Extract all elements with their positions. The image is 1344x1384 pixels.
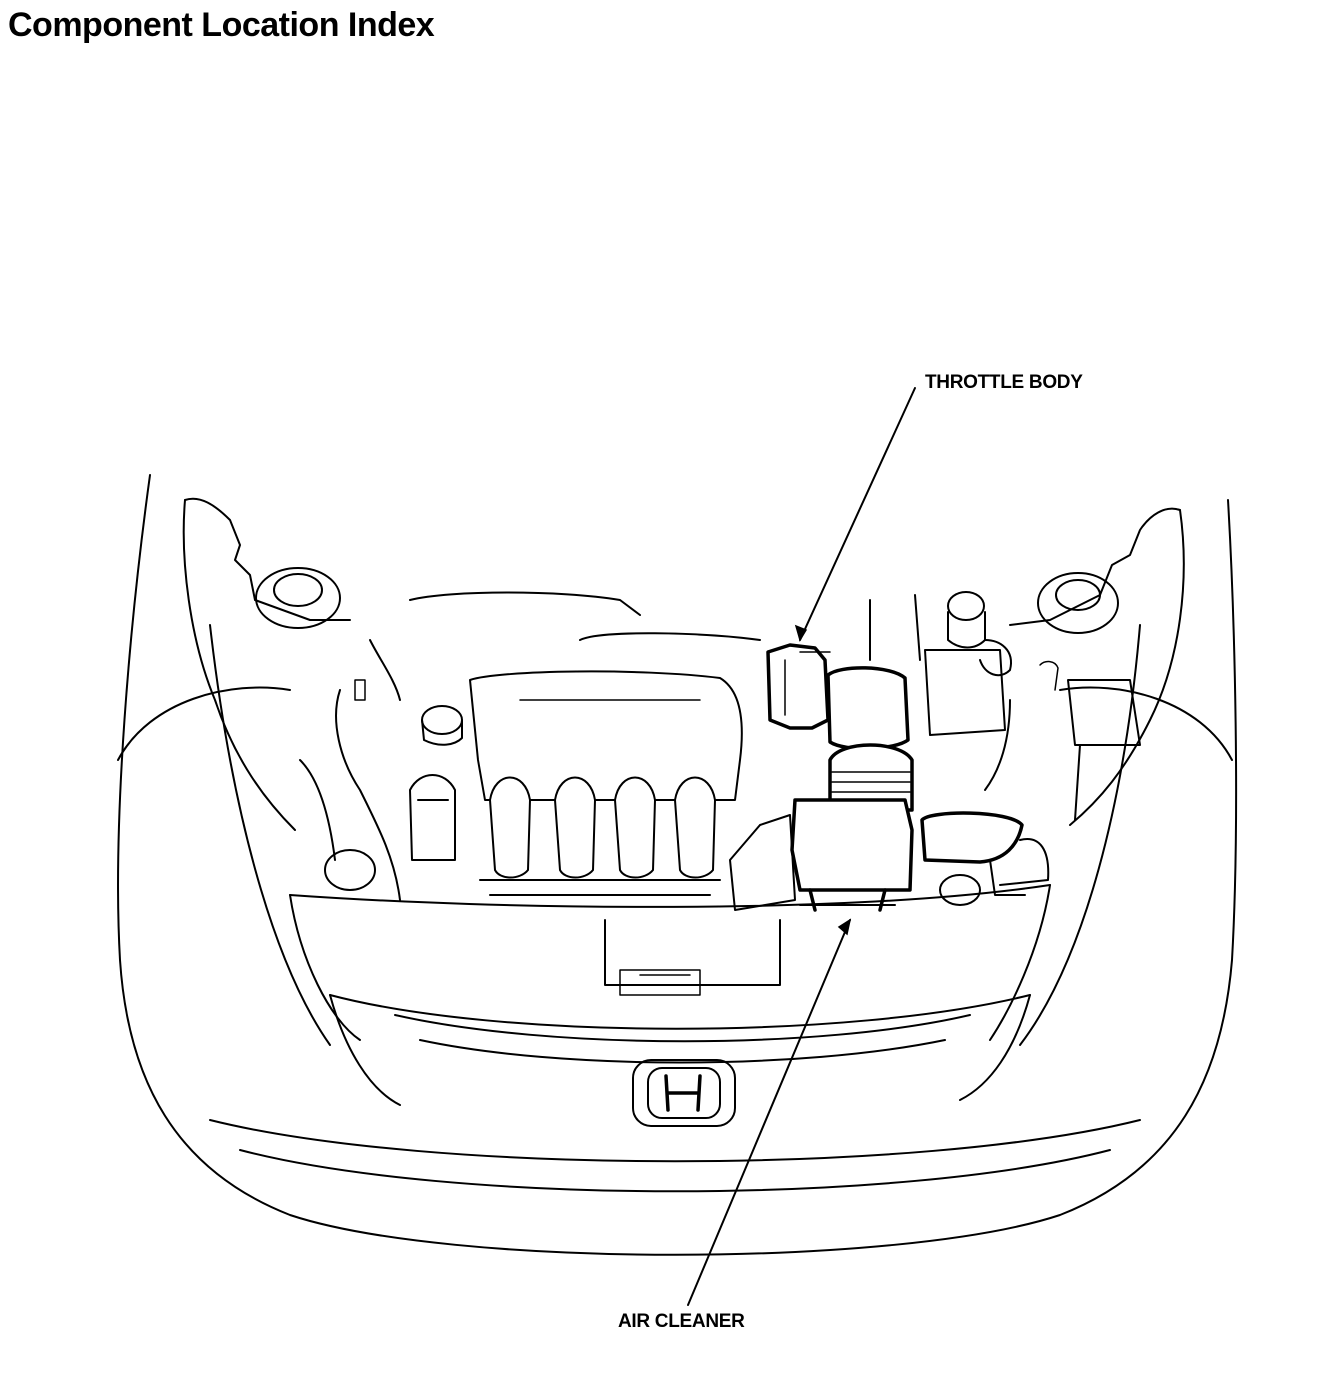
throttle-body-leader xyxy=(799,387,916,641)
brake-fluid-reservoir xyxy=(947,591,1012,677)
air-cleaner-box xyxy=(729,798,914,912)
fender-left xyxy=(182,497,351,831)
callout-leaders xyxy=(687,387,916,1306)
car-body-outline xyxy=(117,474,1238,1256)
engine-cover xyxy=(409,591,761,896)
air-cleaner-label: AIR CLEANER xyxy=(618,1311,745,1332)
left-hoses xyxy=(299,639,401,901)
air-cleaner-leader xyxy=(687,919,851,1306)
honda-emblem-icon xyxy=(632,1059,736,1127)
oil-filler-cap xyxy=(421,705,463,746)
washer-reservoir xyxy=(920,811,1050,906)
battery xyxy=(924,649,1141,746)
ignition-coil-left xyxy=(409,774,456,861)
throttle-body xyxy=(766,643,831,730)
radiator-support xyxy=(289,884,1051,1041)
intake-duct xyxy=(826,666,914,812)
throttle-body-label: THROTTLE BODY xyxy=(925,372,1083,393)
front-grille xyxy=(329,994,1031,1106)
right-hoses xyxy=(869,594,1081,821)
fender-right xyxy=(1009,507,1185,826)
page-title: Component Location Index xyxy=(8,6,435,44)
